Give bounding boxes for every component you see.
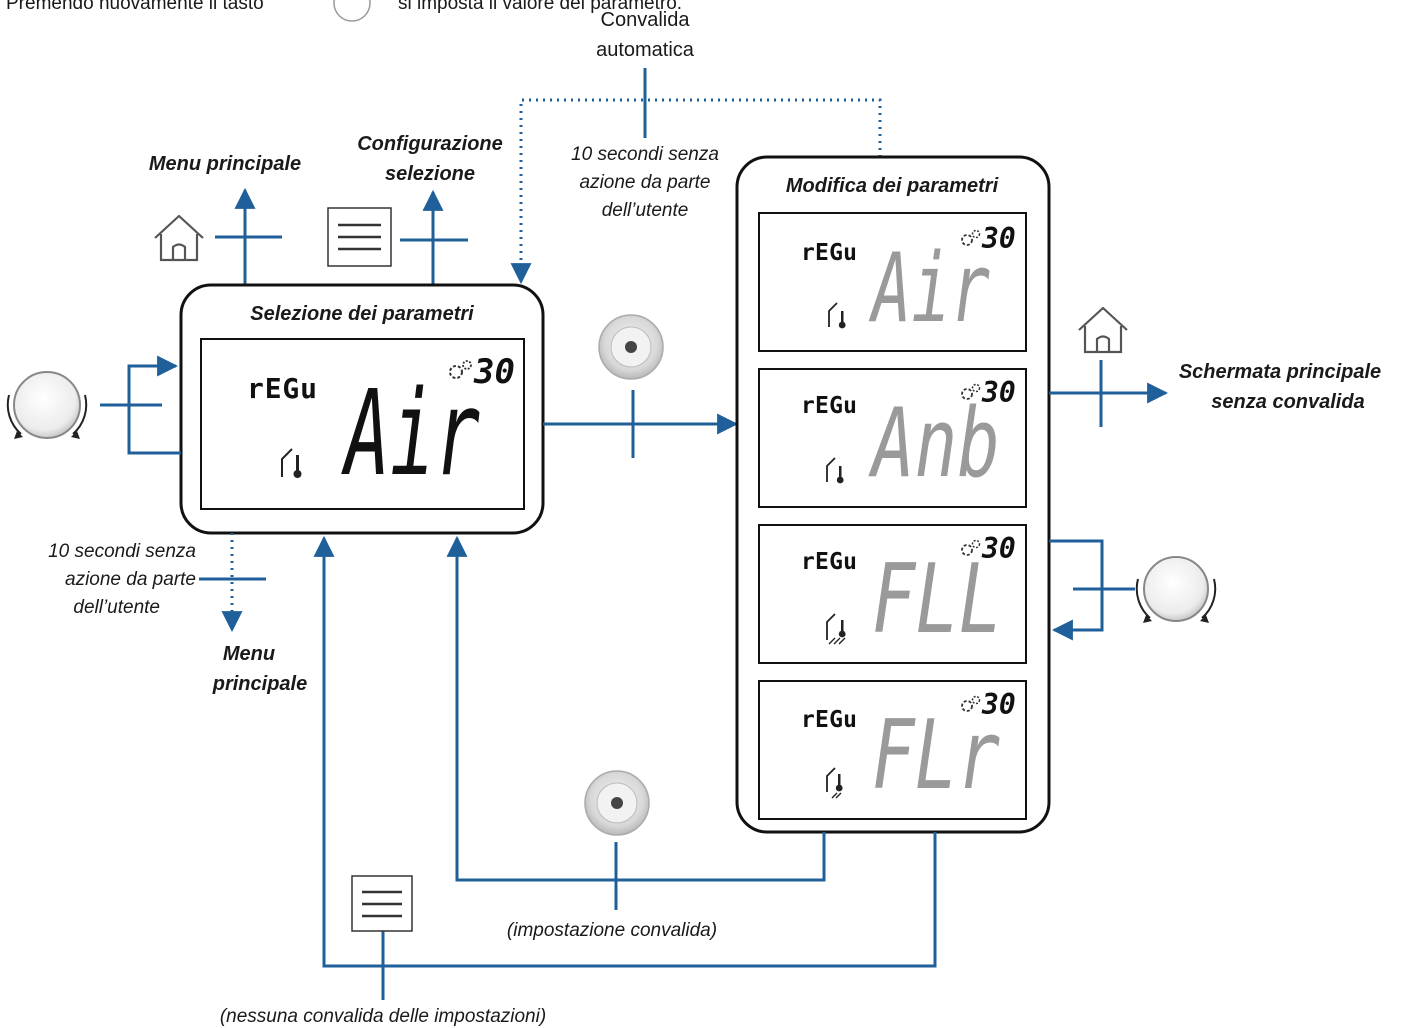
edit-knob-loop-arrow	[1049, 539, 1104, 641]
header-note-after: si imposta il valore del parametro.	[398, 0, 682, 14]
header-note: Premendo nuovamente il tasto si imposta …	[6, 0, 682, 22]
rotary-knob-icon[interactable]	[1135, 556, 1217, 623]
edit-screen-setpoint: 30	[981, 688, 1016, 721]
knob-loop-arrow	[127, 355, 181, 455]
ok-button-icon-inline	[333, 0, 371, 22]
edit-screen-setpoint: 30	[981, 532, 1016, 565]
header-note-before: Premendo nuovamente il tasto	[6, 0, 264, 14]
selection-value: Air	[341, 364, 480, 502]
no-validate-path	[313, 535, 937, 968]
validate-path	[446, 535, 826, 882]
thermometer-icon	[281, 448, 302, 478]
ok-button-icon[interactable]	[598, 314, 664, 380]
svg-text:azione da parte: azione da parte	[65, 569, 196, 590]
edit-screen-mode: rEGu	[801, 393, 857, 419]
menu-bottom-label-2: principale	[212, 673, 307, 695]
menu-top-label: Menu principale	[149, 153, 301, 175]
settings-icon	[449, 360, 472, 379]
config-label-2: selezione	[385, 163, 475, 185]
main-screen-label-2: senza convalida	[1211, 391, 1364, 413]
menu-bottom-label-1: Menu	[223, 643, 275, 665]
edit-screen[interactable]: rEGu 30 FLL	[758, 524, 1027, 664]
edit-screen-setpoint: 30	[981, 376, 1016, 409]
home-icon[interactable]	[1078, 306, 1128, 354]
ok-button-icon[interactable]	[584, 770, 650, 836]
edit-screen-value: FLL	[872, 545, 1002, 655]
edit-screen-mode: rEGu	[801, 707, 857, 733]
selection-panel-title: Selezione dei parametri	[250, 303, 474, 325]
svg-text:azione da parte: azione da parte	[580, 172, 711, 193]
edit-screen[interactable]: rEGu 30 Air	[758, 212, 1027, 352]
thermometer-icon	[828, 302, 846, 329]
edit-screen-value: Air	[869, 234, 990, 344]
edit-panel-title: Modifica dei parametri	[786, 175, 999, 197]
not-validated-label: (nessuna convalida delle impostazioni)	[220, 1006, 546, 1027]
svg-text:10 secondi senza: 10 secondi senza	[48, 541, 196, 562]
menu-icon[interactable]	[327, 207, 392, 267]
home-icon[interactable]	[154, 214, 204, 262]
auto-validate-label-1: Convalida	[601, 9, 691, 31]
selection-lcd	[200, 338, 525, 510]
edit-screen-value: Anb	[868, 389, 1000, 499]
settings-icon	[961, 539, 981, 556]
main-screen-label-1: Schermata principale	[1179, 361, 1381, 383]
edit-screen-setpoint: 30	[981, 222, 1016, 255]
auto-validate-path	[510, 98, 882, 285]
svg-text:dell’utente: dell’utente	[73, 597, 160, 618]
selection-setpoint: 30	[473, 352, 515, 392]
thermometer-icon	[826, 613, 846, 645]
edit-screen-mode: rEGu	[801, 549, 857, 575]
settings-icon	[961, 695, 981, 712]
selection-panel: Selezione dei parametri rEGu 30 Air	[179, 283, 545, 535]
validated-label: (impostazione convalida)	[507, 920, 717, 941]
thermometer-icon	[826, 457, 844, 484]
settings-icon	[961, 383, 981, 400]
edit-screen[interactable]: rEGu 30 Anb	[758, 368, 1027, 508]
auto-validate-label-2: automatica	[596, 39, 695, 61]
timeout-top-label: 10 secondi senza azione da parte dell’ut…	[571, 144, 719, 221]
thermometer-icon	[826, 767, 843, 799]
edit-screen[interactable]: rEGu 30 FLr	[758, 680, 1027, 820]
config-label-1: Configurazione	[357, 133, 503, 155]
svg-text:dell’utente: dell’utente	[602, 200, 689, 221]
menu-icon[interactable]	[351, 875, 413, 932]
svg-text:10 secondi senza: 10 secondi senza	[571, 144, 719, 165]
edit-screen-mode: rEGu	[801, 240, 857, 266]
selection-mode: rEGu	[247, 372, 317, 405]
settings-icon	[961, 229, 981, 246]
rotary-knob-icon[interactable]	[6, 371, 88, 439]
timeout-left-label: 10 secondi senza azione da parte dell’ut…	[48, 541, 196, 618]
edit-panel: Modifica dei parametri rEGu 30 Air rEGu …	[735, 155, 1051, 834]
edit-screen-value: FLr	[872, 701, 1000, 811]
